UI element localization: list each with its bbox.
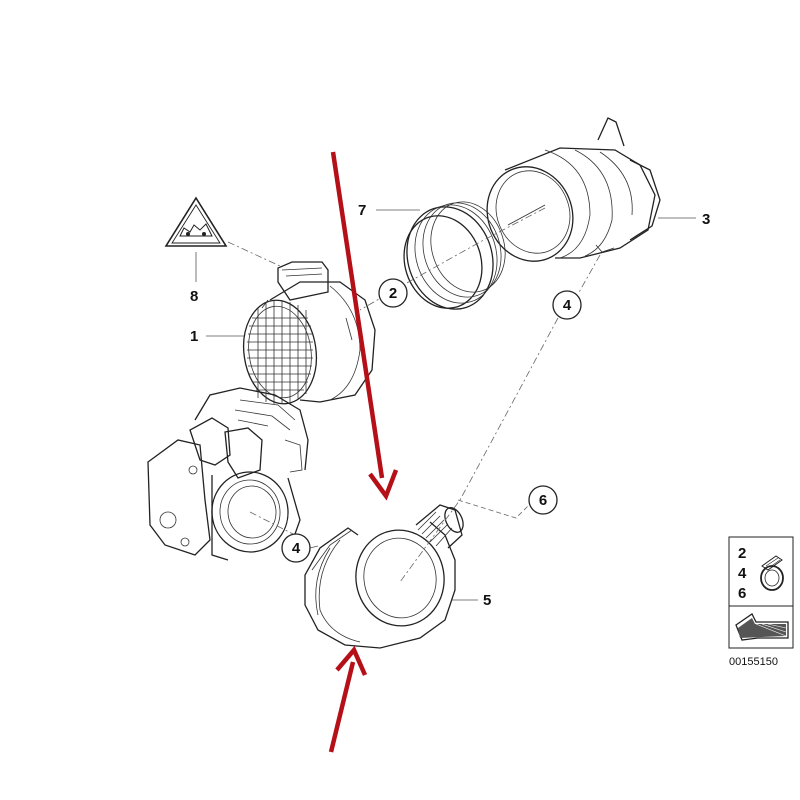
intake-elbow [304, 504, 464, 649]
legend-item-6: 6 [738, 585, 746, 602]
callout-7: 7 [358, 202, 366, 219]
leader-lines [195, 209, 696, 601]
circled-callout-4-lower: 4 [281, 533, 311, 563]
callout-4: 4 [563, 297, 572, 314]
throttle-body [147, 387, 309, 561]
red-arrow-icon [330, 151, 399, 501]
callout-5: 5 [483, 592, 491, 609]
circled-callout-4-upper: 4 [552, 290, 582, 320]
callout-6: 6 [539, 492, 547, 509]
circled-callout-2: 2 [378, 278, 408, 308]
legend-box: 2 4 6 [728, 536, 794, 649]
hose-clamp-icon [760, 555, 784, 591]
legend-item-2: 2 [738, 545, 746, 562]
callout-8: 8 [190, 288, 198, 305]
diagram-reference-number: 00155150 [729, 656, 778, 668]
red-arrow-icon [328, 645, 368, 753]
warning-triangle-icon [164, 196, 228, 247]
intake-boot [486, 117, 661, 262]
legend-item-4: 4 [738, 565, 747, 582]
tool-wedge-icon [735, 613, 789, 641]
circled-callout-6: 6 [528, 485, 558, 515]
sealing-ring [403, 201, 506, 310]
assembly-lines [227, 207, 601, 583]
air-mass-meter [242, 261, 376, 405]
callout-1: 1 [190, 328, 198, 345]
callout-3: 3 [702, 211, 710, 228]
callout-4: 4 [292, 540, 301, 557]
callout-2: 2 [389, 285, 397, 302]
